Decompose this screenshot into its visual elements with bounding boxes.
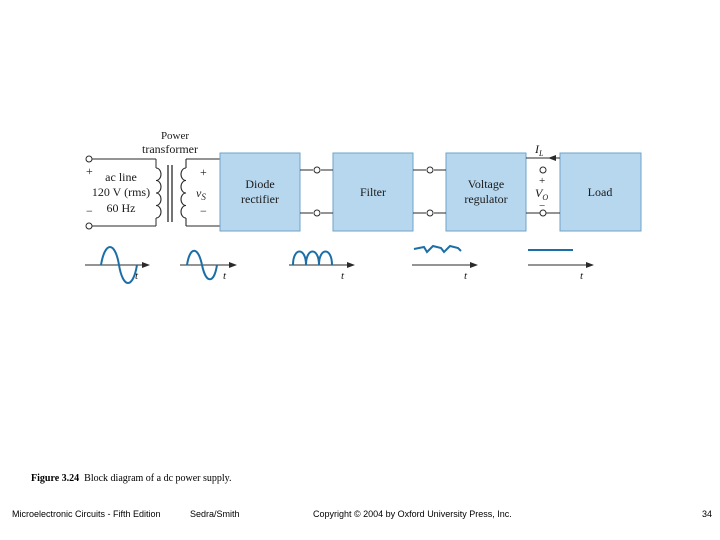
time-label-3: t — [341, 270, 345, 282]
footer-page-number: 34 — [702, 509, 713, 519]
time-label-5: t — [580, 270, 584, 282]
transformer-label: transformer — [142, 142, 198, 156]
transformer-primary-coil — [155, 167, 162, 219]
time-axis-arrowheads — [142, 262, 594, 268]
output-minus: − — [539, 200, 545, 212]
filtered-waveform — [413, 244, 462, 254]
input-wires — [92, 158, 157, 227]
source-name: ac line — [105, 170, 137, 184]
dc-power-supply-diagram: Power transformer + − ac line 120 V (rms… — [85, 130, 642, 284]
rectified-waveform — [292, 250, 333, 266]
source-plus: + — [86, 164, 93, 178]
connection-terminals — [313, 166, 547, 217]
output-voltage-label: VO — [535, 186, 548, 202]
footer-book-title: Microelectronic Circuits - Fifth Edition — [12, 509, 161, 519]
load-block — [559, 152, 642, 232]
input-terminal-top — [85, 155, 93, 163]
diode-rectifier-block — [219, 152, 301, 232]
secondary-plus: + — [200, 165, 207, 179]
load-current-label: IL — [534, 142, 544, 158]
footer-copyright: Copyright © 2004 by Oxford University Pr… — [313, 509, 512, 519]
source-frequency: 60 Hz — [107, 201, 136, 215]
transformer-core — [167, 165, 173, 222]
regulator-label-2: regulator — [464, 192, 507, 206]
footer-authors: Sedra/Smith — [190, 509, 240, 519]
time-label-4: t — [464, 270, 468, 282]
time-label-2: t — [223, 270, 227, 282]
load-label: Load — [588, 185, 613, 199]
secondary-voltage-label: vS — [196, 186, 206, 202]
figure-caption: Figure 3.24 Block diagram of a dc power … — [31, 473, 232, 484]
rectifier-label-2: rectifier — [241, 192, 279, 206]
filter-label: Filter — [360, 185, 386, 199]
filter-block — [332, 152, 414, 232]
time-label-1: t — [135, 270, 139, 282]
output-plus: + — [539, 175, 545, 187]
transformer-label-top: Power — [161, 130, 189, 142]
figure-caption-text: Block diagram of a dc power supply. — [84, 473, 232, 484]
load-current-arrow — [548, 155, 556, 161]
figure-caption-label: Figure 3.24 — [31, 473, 80, 484]
ac-input-waveform — [100, 246, 138, 284]
voltage-regulator-block — [445, 152, 527, 232]
source-voltage: 120 V (rms) — [92, 185, 150, 199]
source-minus: − — [86, 204, 93, 218]
secondary-minus: − — [200, 204, 207, 218]
rectifier-label-1: Diode — [245, 177, 274, 191]
transformer-secondary-coil — [180, 158, 220, 227]
secondary-waveform — [186, 249, 218, 281]
input-terminal-bottom — [85, 222, 93, 230]
regulator-label-1: Voltage — [468, 177, 504, 191]
